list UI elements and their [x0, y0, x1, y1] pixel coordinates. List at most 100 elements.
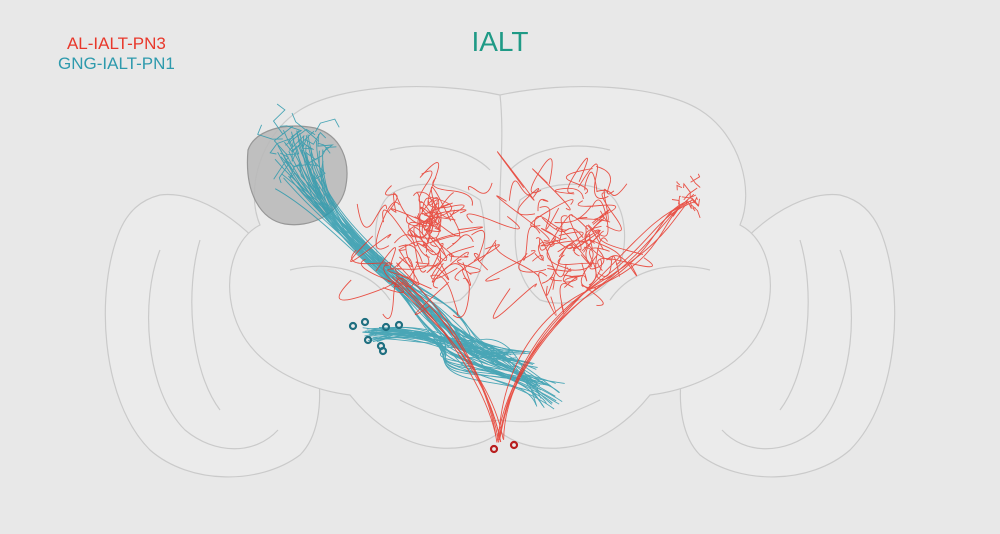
neurite	[530, 199, 574, 227]
teal-somata	[348, 317, 404, 356]
neurite	[372, 337, 556, 384]
neurite	[369, 330, 544, 407]
neurite	[431, 253, 458, 280]
neurite	[683, 182, 691, 193]
neurite	[422, 235, 461, 250]
neurite	[667, 206, 680, 218]
neurite	[394, 234, 427, 273]
neurite	[305, 144, 317, 161]
neurite	[406, 276, 500, 443]
neurite	[417, 197, 440, 226]
neurite	[568, 214, 589, 251]
neurite	[273, 125, 294, 155]
neurite	[273, 152, 289, 180]
neurite	[689, 191, 699, 207]
neurite	[457, 259, 481, 274]
neurite	[395, 274, 502, 443]
neurite	[567, 157, 588, 194]
neurite	[540, 228, 560, 243]
neurite	[414, 282, 449, 315]
neurite	[413, 192, 434, 239]
neurite	[689, 175, 701, 188]
neurite	[596, 165, 615, 195]
neurite	[499, 200, 697, 438]
neurite	[399, 244, 413, 267]
neurite	[393, 192, 424, 226]
neurite	[471, 230, 497, 262]
neurite	[426, 202, 453, 214]
neurite	[279, 125, 303, 138]
neurite	[462, 262, 472, 286]
neurite	[449, 245, 475, 258]
neurite	[591, 209, 610, 225]
neurite	[518, 252, 547, 273]
neurite	[485, 250, 536, 282]
neurite	[432, 251, 469, 289]
neurite	[421, 196, 452, 223]
soma	[378, 346, 388, 356]
neurite	[375, 201, 400, 250]
neurite	[473, 253, 489, 271]
neurite	[375, 247, 401, 272]
neurite	[563, 262, 588, 288]
neurite	[414, 206, 434, 225]
neurite	[559, 283, 571, 314]
neurite	[569, 225, 604, 251]
neurite	[596, 183, 628, 196]
neurite	[498, 204, 686, 438]
neurite	[293, 163, 318, 167]
neurite	[601, 192, 622, 232]
neurite	[398, 244, 423, 263]
neurite	[405, 210, 441, 227]
neurite	[382, 209, 418, 247]
neurite	[297, 139, 510, 353]
neurite	[550, 277, 562, 290]
neurite	[539, 206, 560, 230]
neurite	[291, 112, 320, 142]
neurite	[350, 233, 392, 262]
neurite	[578, 163, 609, 199]
neurite	[466, 213, 520, 230]
neurite	[545, 244, 576, 296]
neurite	[522, 225, 541, 261]
neurite	[394, 268, 432, 290]
figure-title: IALT	[471, 26, 529, 57]
neurite	[454, 244, 500, 281]
neurite	[588, 247, 610, 286]
neurite	[408, 261, 430, 280]
neurite	[413, 191, 434, 238]
neurite	[588, 239, 622, 266]
neurite	[286, 160, 296, 179]
neurite	[517, 187, 540, 216]
neurite	[374, 334, 547, 404]
brain-mesh	[104, 86, 896, 478]
neurite	[285, 145, 300, 156]
neurite	[429, 274, 459, 316]
neurite	[416, 203, 439, 232]
neurite	[369, 337, 538, 407]
neurite	[307, 146, 337, 164]
legend-item-gng-ialt-pn1: GNG-IALT-PN1	[58, 54, 175, 73]
neurite	[557, 254, 598, 265]
neurite	[407, 220, 434, 240]
neurite	[540, 237, 588, 253]
soma	[360, 317, 370, 327]
neurite	[317, 134, 334, 153]
neurite	[310, 149, 526, 354]
neurite	[591, 218, 603, 243]
neurite	[690, 203, 701, 219]
neurite	[278, 163, 289, 184]
neurite	[291, 144, 301, 162]
neurite	[584, 171, 598, 192]
neurite	[597, 255, 620, 277]
neurite	[532, 253, 544, 262]
neurite	[572, 229, 601, 257]
neurite	[315, 118, 340, 133]
neurite	[492, 283, 538, 319]
neurite	[312, 159, 326, 181]
neurite	[494, 242, 540, 277]
neurite	[425, 212, 442, 243]
soma	[348, 321, 358, 331]
soma	[489, 444, 499, 454]
